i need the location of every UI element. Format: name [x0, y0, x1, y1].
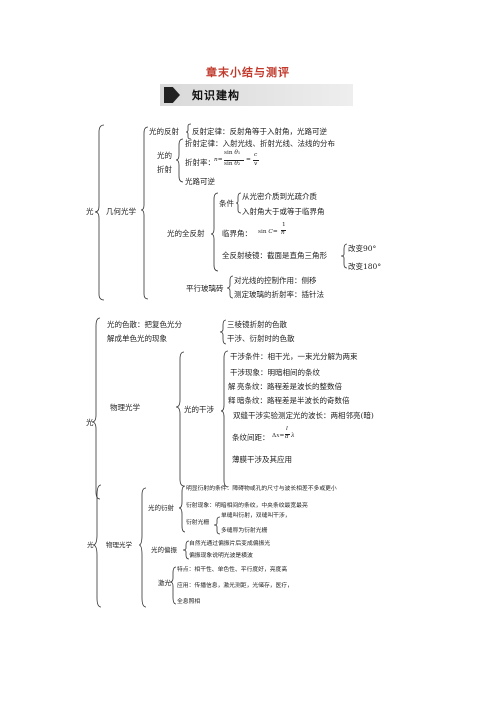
diffraction-condition: 明显衍射的条件：障碍物或孔的尺寸与波长相差不多或更小: [186, 486, 337, 492]
block3-root-label: 光: [87, 541, 94, 549]
refractive-index-prefix: 折射率：: [185, 158, 215, 167]
laser-features: 特点：相干性、单色性、平行度好，亮度高: [177, 567, 288, 573]
explain-char-1: 解: [228, 382, 236, 391]
dispersion-prism: 三棱镜折射的色散: [227, 320, 287, 329]
glass-slab-use-shift: 对光线的控制作用：侧移: [234, 276, 317, 285]
fringe-spacing-prefix: 条纹间距：: [232, 433, 270, 442]
laser-holography: 全息照相: [177, 599, 201, 605]
bright-fringe: 亮条纹：路程差是波长的整数倍: [237, 382, 342, 391]
grating-note-1: 单缝叫衍射，双缝叫干涉，: [221, 513, 291, 519]
condition-dense-to-sparse: 从光密介质到光疏介质: [242, 192, 317, 201]
conditions-label: 条件: [219, 199, 234, 208]
dispersion-interference: 干涉、衍射时的色散: [227, 334, 295, 343]
critical-angle-formula: sin C= 1 n: [258, 222, 286, 236]
polarization-item-1: 自然光通过偏振片后变成偏振光: [189, 541, 271, 547]
block2-root-label: 光: [86, 418, 94, 427]
double-slit-wavelength: 双缝干涉实验测定光的波长：两相邻亮(暗): [233, 411, 374, 420]
prism-deflect-90: 改变90°: [348, 244, 377, 253]
dispersion-line2: 解成单色光的现象: [107, 334, 167, 343]
refraction-label-line1: 光的: [157, 151, 172, 160]
refraction-law: 折射定律：入射光线、折射光线、法线的分布: [185, 139, 335, 148]
laser-applications: 应用：传播信息，激光测距，光储存，医疗，: [177, 583, 293, 589]
diffraction-label: 光的衍射: [148, 504, 174, 512]
reflection-label: 光的反射: [149, 127, 179, 136]
interference-label: 光的干涉: [184, 405, 214, 414]
section-banner: 知识建构: [160, 84, 353, 106]
block1-root-label: 光: [86, 207, 94, 216]
condition-critical-angle: 入射角大于或等于临界角: [242, 207, 325, 216]
banner-arrow-icon: [164, 87, 180, 103]
total-reflection-prism: 全反射棱镜：截面是直角三角形: [222, 251, 327, 260]
refraction-label-line2: 折射: [157, 165, 172, 174]
fringe-spacing-formula: Δx= l d λ: [272, 426, 295, 440]
glass-slab-label: 平行玻璃砖: [186, 284, 224, 293]
thin-film-interference: 薄膜干涉及其应用: [232, 455, 292, 464]
glass-slab-use-index: 测定玻璃的折射率：插针法: [234, 290, 324, 299]
page-title: 章末小结与测评: [206, 66, 290, 79]
section-banner-label: 知识建构: [192, 89, 240, 102]
prism-deflect-180: 改变180°: [348, 262, 382, 271]
geometric-optics-label: 几何光学: [106, 207, 136, 216]
grating-note-2: 多缝称为衍射光栅: [221, 528, 268, 534]
total-reflection-label: 光的全反射: [167, 229, 205, 238]
polarization-label: 光的偏振: [151, 546, 177, 554]
dispersion-line1: 光的色散：把复色光分: [107, 320, 182, 329]
refractive-index-formula: n= sin θ₁ sin θ₂ = c v: [214, 150, 259, 167]
interference-condition: 干涉条件：相干光，一束光分解为两束: [230, 352, 358, 361]
physical-optics-label: 物理光学: [110, 403, 140, 412]
critical-angle-prefix: 临界角：: [222, 229, 252, 238]
diffraction-grating-label: 衍射光栅: [186, 520, 210, 526]
reflection-law: 反射定律：反射角等于入射角，光路可逆: [192, 127, 327, 136]
light-path-reversible: 光路可逆: [185, 177, 215, 186]
physical-optics-label-2: 物理光学: [106, 541, 132, 549]
explain-char-2: 释: [228, 396, 236, 405]
interference-phenomenon: 干涉现象：明暗相间的条纹: [230, 368, 320, 377]
diffraction-phenomenon: 衍射现象：明暗相间的条纹，中央条纹最宽最亮: [186, 503, 308, 509]
polarization-item-2: 偏振现象说明光波是横波: [189, 553, 253, 559]
dark-fringe: 暗条纹：路程差是半波长的奇数倍: [237, 396, 350, 405]
laser-label: 激光: [158, 579, 171, 587]
